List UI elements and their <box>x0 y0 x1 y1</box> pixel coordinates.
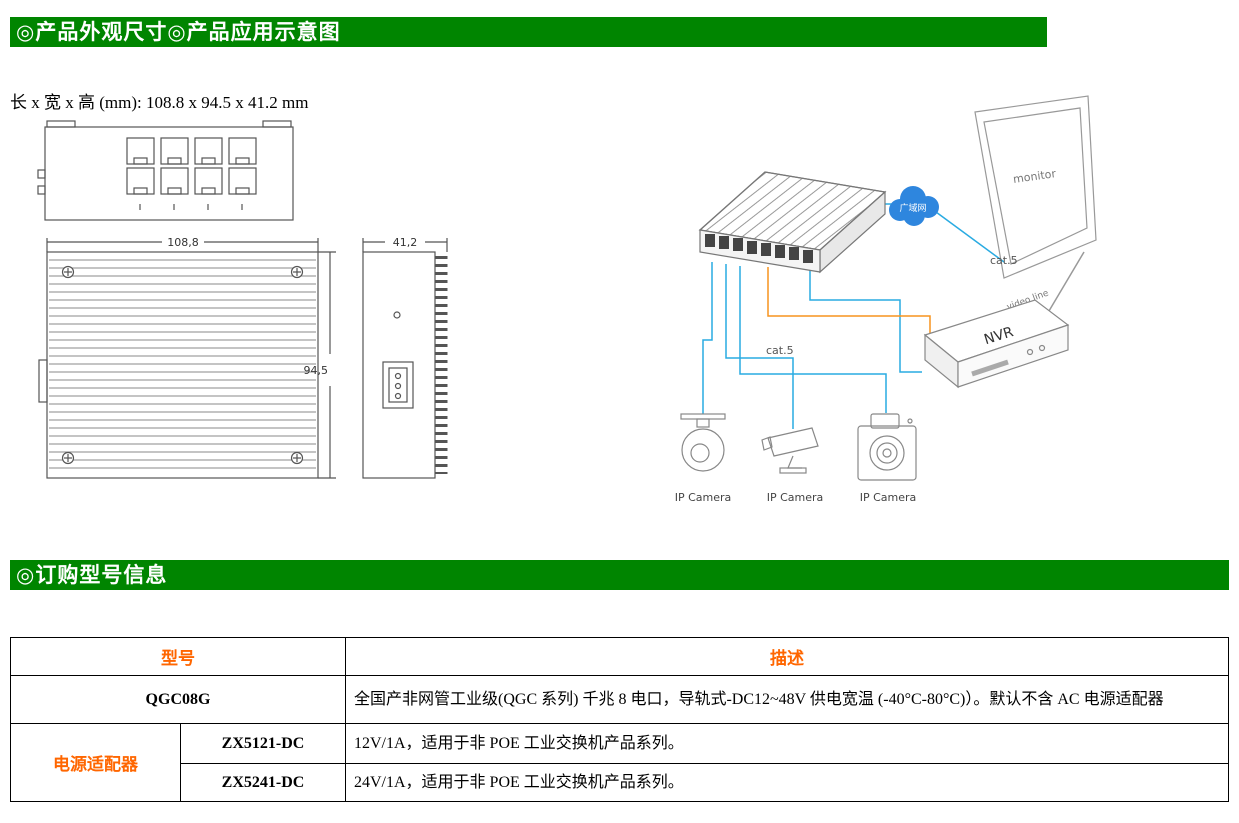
section-banner-ordering: ◎订购型号信息 <box>10 560 1229 590</box>
nvr-box: NVR <box>923 299 1070 389</box>
model-qgc08g: QGC08G <box>10 675 346 724</box>
adapter-group-label: 电源适配器 <box>10 723 181 802</box>
dimension-width-label: 108,8 <box>167 236 199 249</box>
table-row-qgc08g: QGC08G 全国产非网管工业级(QGC 系列) 千兆 8 电口，导轨式-DC1… <box>10 675 1229 724</box>
column-header-description: 描述 <box>345 637 1229 676</box>
dome-camera <box>680 413 726 472</box>
wan-cloud: 广域网 <box>889 186 939 226</box>
bullet-camera <box>761 427 819 474</box>
front-view-drawing: 108,8 94,5 <box>38 236 336 479</box>
description-qgc08g: 全国产非网管工业级(QGC 系列) 千兆 8 电口，导轨式-DC12~48V 供… <box>345 675 1229 724</box>
top-view-drawing <box>37 120 294 221</box>
model-zx5121: ZX5121-DC <box>180 723 346 764</box>
app-switch <box>698 171 887 274</box>
table-row-zx5241: ZX5241-DC 24V/1A，适用于非 POE 工业交换机产品系列。 <box>11 763 1229 802</box>
dimension-depth-label: 41,2 <box>393 236 418 249</box>
monitor-screen: monitor <box>974 95 1097 279</box>
cat5-label-bottom: cat.5 <box>766 344 794 357</box>
model-zx5241: ZX5241-DC <box>180 763 346 802</box>
size-summary-line: 长 x 宽 x 高 (mm): 108.8 x 94.5 x 41.2 mm <box>10 93 309 112</box>
camera2-label: IP Camera <box>767 491 824 504</box>
monitor-label: monitor <box>1012 167 1057 186</box>
wan-cloud-label: 广域网 <box>899 202 926 214</box>
description-zx5121: 12V/1A，适用于非 POE 工业交换机产品系列。 <box>345 723 1229 764</box>
camera3-label: IP Camera <box>860 491 917 504</box>
order-table: 型号 描述 QGC08G 全国产非网管工业级(QGC 系列) 千兆 8 电口，导… <box>10 637 1229 802</box>
section-banner-appearance: ◎产品外观尺寸◎产品应用示意图 <box>10 17 1047 47</box>
switch-ports <box>705 234 813 263</box>
corner-screws <box>61 265 304 465</box>
side-view-drawing: 41,2 <box>362 236 448 479</box>
dimension-height-label: 94,5 <box>304 364 329 377</box>
cat5-label-top: cat.5 <box>990 254 1018 267</box>
column-header-model: 型号 <box>10 637 346 676</box>
description-zx5241: 24V/1A，适用于非 POE 工业交换机产品系列。 <box>345 763 1229 802</box>
rj45-ports <box>126 137 257 195</box>
table-header-row: 型号 描述 <box>10 637 1229 676</box>
table-row-zx5121: 电源适配器 ZX5121-DC 12V/1A，适用于非 POE 工业交换机产品系… <box>10 723 1229 802</box>
network-links <box>702 203 1085 429</box>
camera1-label: IP Camera <box>675 491 732 504</box>
dslr-camera <box>857 413 917 481</box>
